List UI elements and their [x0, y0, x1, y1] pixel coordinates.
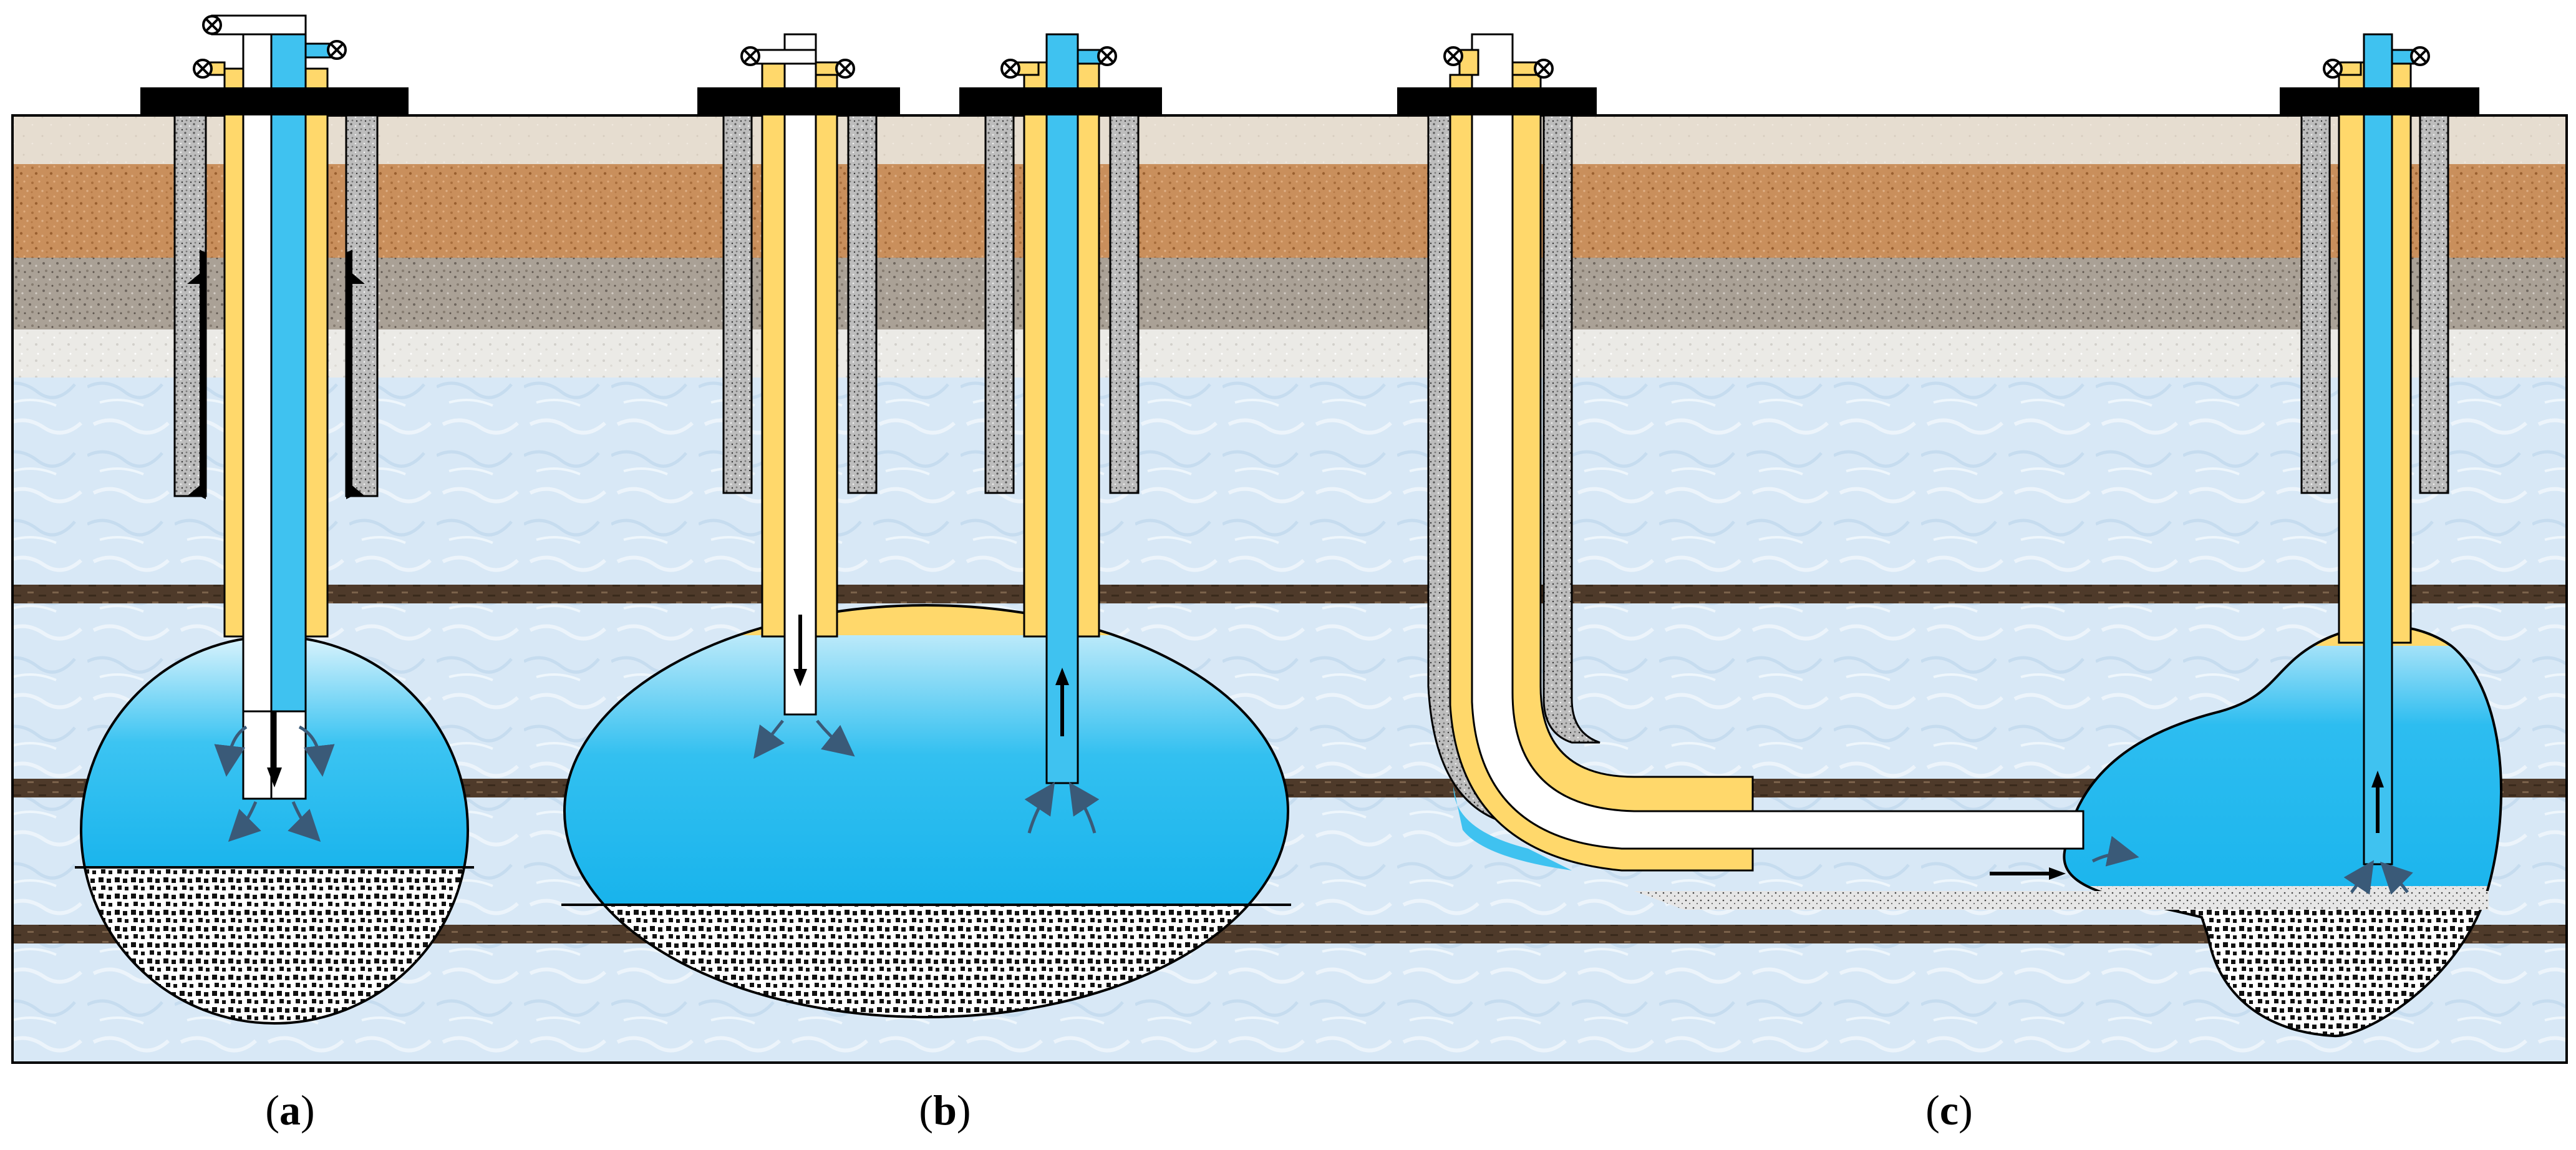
panel-label-a: (a) — [265, 1086, 314, 1135]
panel-label-c: (c) — [1925, 1086, 1973, 1135]
inner-tubing-water — [270, 33, 307, 713]
injection-tubing-b — [783, 33, 817, 716]
valve-icon — [1097, 46, 1117, 66]
interlayer-1 — [12, 585, 2567, 603]
panel-label-b-close: ) — [956, 1086, 971, 1134]
gravel-layer — [12, 258, 2567, 329]
production-tubing-c — [2363, 33, 2393, 865]
valve-icon — [2323, 59, 2343, 79]
panel-label-a-letter: a — [279, 1086, 301, 1134]
valve-icon — [202, 15, 222, 35]
panel-c-wells — [1397, 33, 2502, 1038]
valves — [193, 15, 2430, 79]
strata-border — [11, 114, 2568, 1064]
flow-arrows-a — [214, 711, 335, 842]
panel-a-well — [75, 14, 474, 1025]
valve-icon — [835, 59, 855, 79]
strata — [11, 114, 2568, 1064]
valve-icon — [2410, 46, 2430, 66]
valve-icon — [193, 59, 213, 79]
directional-well-tubing — [1471, 33, 2085, 850]
panel-label-b-open: ( — [919, 1086, 934, 1134]
valve-icon — [1000, 59, 1020, 79]
light-layer — [12, 329, 2567, 378]
panel-label-c-letter: c — [1939, 1086, 1959, 1134]
panel-label-b: (b) — [919, 1086, 971, 1135]
panel-label-c-close: ) — [1959, 1086, 1973, 1134]
salt-formation — [12, 378, 2567, 1063]
directional-well-oil — [1449, 74, 1754, 872]
valve-icon — [740, 46, 760, 66]
panel-label-b-letter: b — [933, 1086, 957, 1134]
panel-label-c-open: ( — [1925, 1086, 1940, 1134]
sand-layer — [12, 164, 2567, 258]
wellhead-plate-a — [140, 87, 409, 115]
valve-icon — [1443, 46, 1463, 66]
withdrawal-tubing-b — [1045, 33, 1079, 784]
valve-icon — [327, 40, 347, 60]
topsoil-layer — [12, 115, 2567, 164]
valve-icon — [1534, 59, 1554, 79]
panel-label-a-open: ( — [265, 1086, 279, 1134]
panel-label-a-close: ) — [301, 1086, 315, 1134]
